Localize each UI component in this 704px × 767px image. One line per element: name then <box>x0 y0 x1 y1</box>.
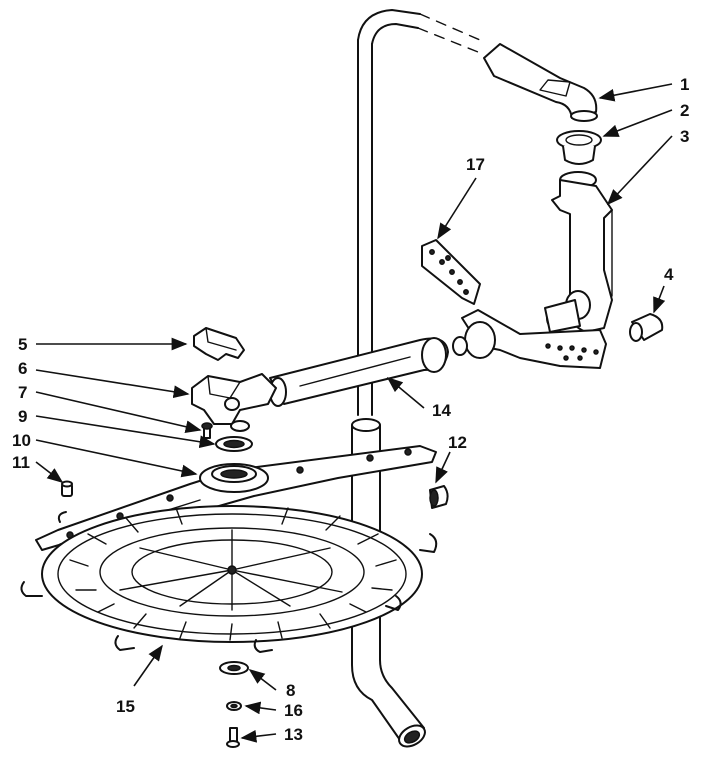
part-4-end-cap <box>629 313 664 342</box>
callout-10: 10 <box>12 431 31 450</box>
callout-13: 13 <box>284 725 303 744</box>
callout-15: 15 <box>116 697 135 716</box>
part-1-elbow-tube <box>483 43 598 122</box>
part-14-feed-tube <box>269 337 449 407</box>
part-12-bushing <box>429 485 449 509</box>
part-9-washer <box>215 436 253 452</box>
callout-16: 16 <box>284 701 303 720</box>
callout-11: 11 <box>12 453 30 472</box>
part-5-clip <box>193 327 245 361</box>
callout-9: 9 <box>18 407 27 426</box>
part-16-nut <box>226 701 242 711</box>
part-7-screw <box>201 422 213 439</box>
callout-8: 8 <box>286 681 295 700</box>
part-10-hub <box>199 463 269 493</box>
callout-7: 7 <box>18 383 27 402</box>
part-17-bracket <box>421 239 481 305</box>
callout-labels: 1 2 3 4 5 6 7 8 9 10 11 12 13 14 15 16 1… <box>12 75 689 744</box>
callout-5: 5 <box>18 335 27 354</box>
callout-6: 6 <box>18 359 27 378</box>
part-15-filter-wheel <box>20 505 438 653</box>
callout-3: 3 <box>680 127 689 146</box>
part-11-pin <box>61 480 73 497</box>
part-13-bolt <box>226 727 240 748</box>
part-2-seal <box>556 130 602 165</box>
part-8-washer <box>219 661 249 675</box>
mounting-bracket-rail <box>452 309 607 369</box>
part-3-manifold <box>544 171 613 333</box>
callout-17: 17 <box>466 155 485 174</box>
part-6-coupling <box>191 373 277 432</box>
callout-12: 12 <box>448 433 467 452</box>
callout-1: 1 <box>680 75 689 94</box>
callout-14: 14 <box>432 401 451 420</box>
leader-lines <box>35 83 673 743</box>
callout-2: 2 <box>680 101 689 120</box>
callout-4: 4 <box>664 265 674 284</box>
